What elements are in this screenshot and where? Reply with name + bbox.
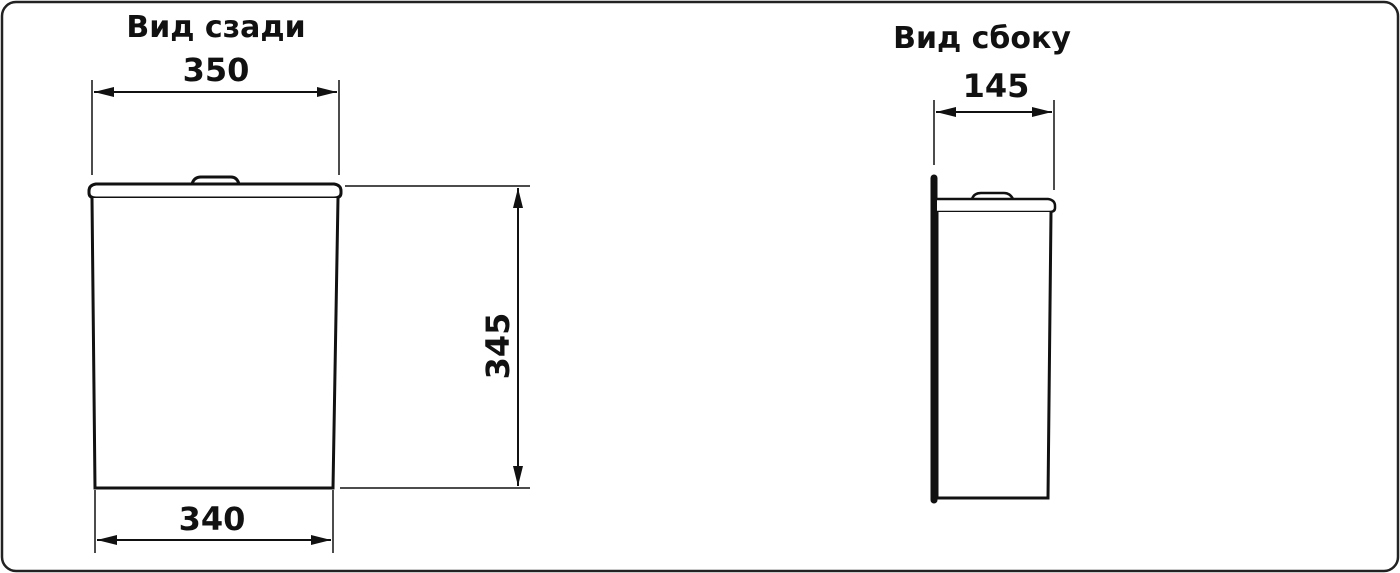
side-flush-button bbox=[970, 191, 1015, 200]
side-tank-lid bbox=[937, 197, 1057, 214]
side-tank-body bbox=[935, 211, 1053, 500]
rear-top-width-value: 350 bbox=[183, 51, 250, 89]
rear-bottom-width-value: 340 bbox=[179, 500, 246, 538]
rear-tank-lid bbox=[87, 182, 343, 200]
side-depth-value: 145 bbox=[963, 67, 1030, 105]
rear-height-value: 345 bbox=[479, 313, 517, 380]
rear-view-title: Вид сзади bbox=[126, 10, 305, 45]
side-view-title: Вид сбоку bbox=[893, 21, 1071, 56]
rear-flush-button bbox=[190, 175, 241, 185]
rear-tank-body bbox=[90, 197, 340, 490]
